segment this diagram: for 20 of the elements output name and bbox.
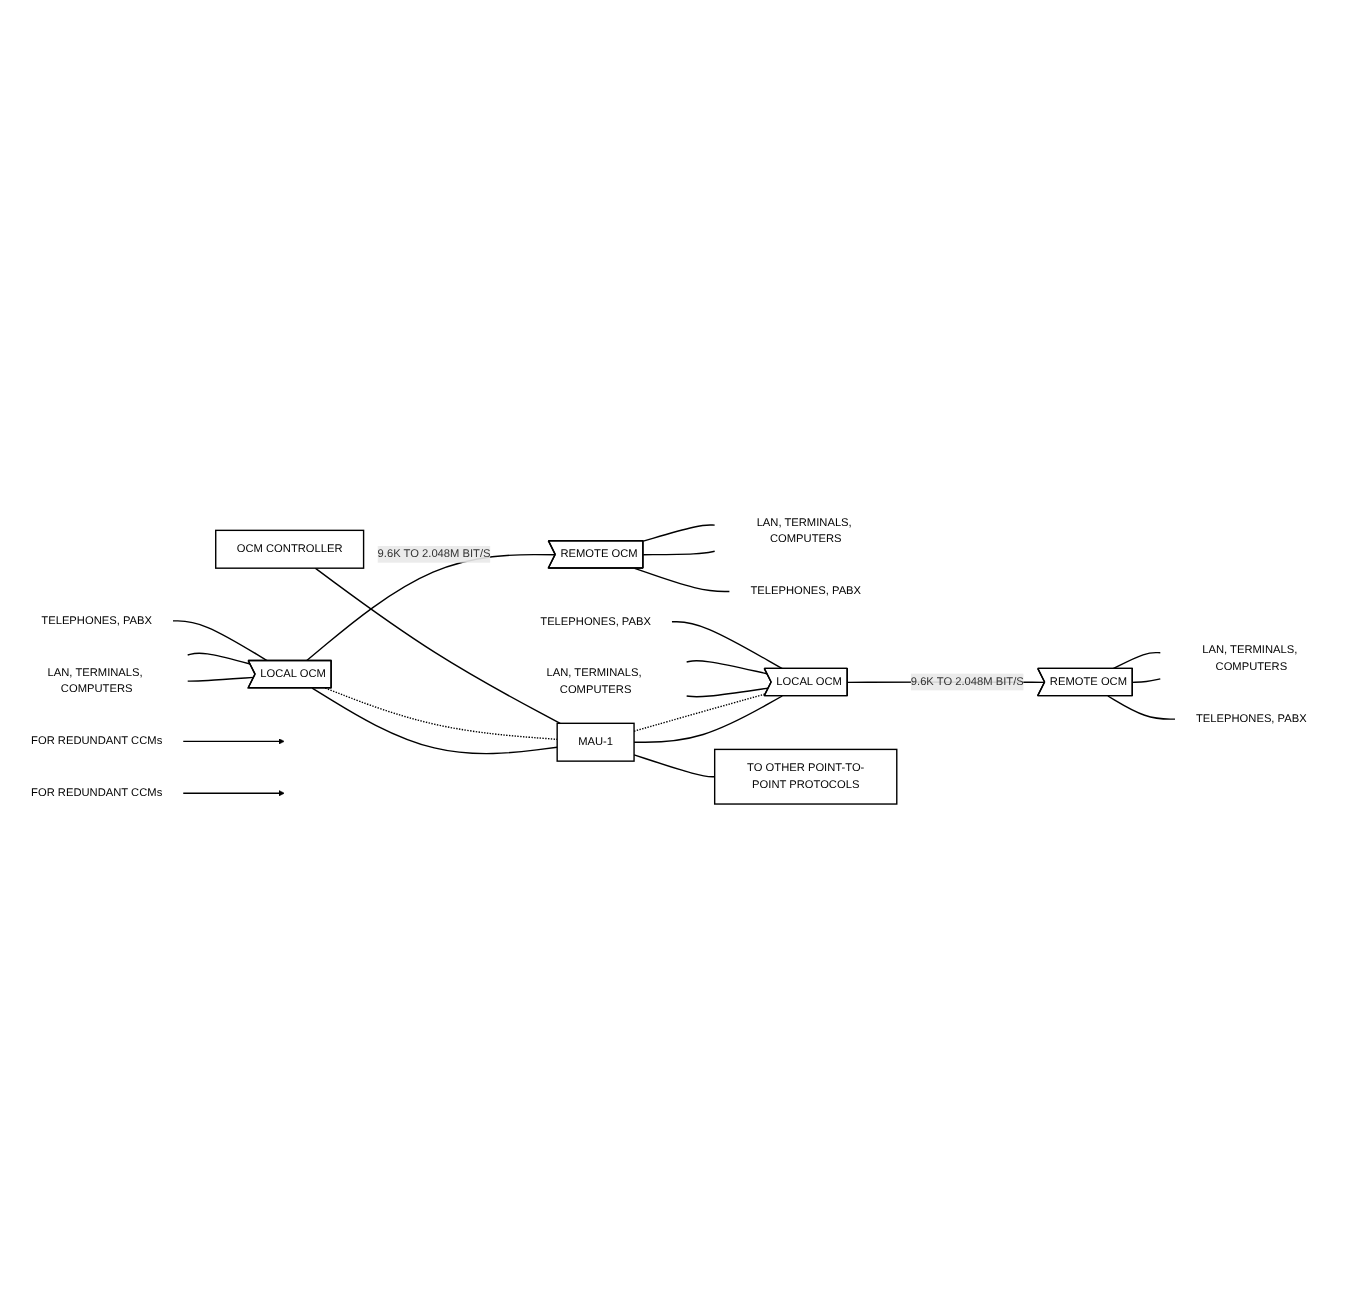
connector <box>187 652 251 665</box>
connector <box>1112 651 1161 670</box>
connector <box>642 550 716 556</box>
connector <box>1131 678 1161 684</box>
connector <box>685 660 768 675</box>
connector <box>671 621 783 670</box>
connector <box>324 687 558 741</box>
connector <box>311 687 558 755</box>
connector <box>187 676 255 682</box>
connector <box>633 693 767 732</box>
connector <box>633 695 783 743</box>
connector <box>642 524 716 542</box>
connector <box>633 754 716 778</box>
connector <box>314 567 561 724</box>
arrow <box>182 738 285 745</box>
connector <box>305 553 557 662</box>
connector <box>172 620 269 662</box>
arrow <box>182 790 285 797</box>
connector <box>1107 695 1176 720</box>
connector <box>685 687 770 698</box>
